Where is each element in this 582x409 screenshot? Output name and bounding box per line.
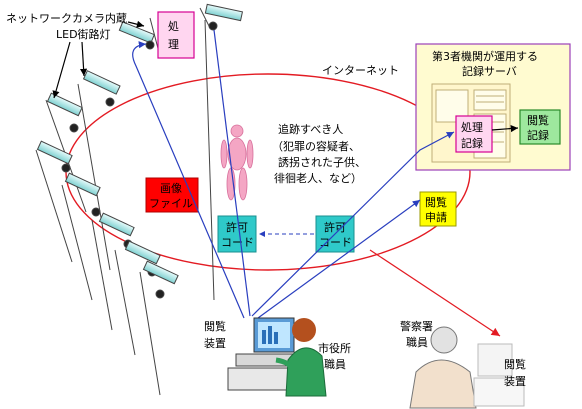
svg-text:ファイル: ファイル bbox=[149, 197, 193, 210]
police-device-label: 閲覧 装置 bbox=[504, 357, 526, 388]
svg-text:画像: 画像 bbox=[160, 182, 182, 195]
target-person-description: 追跡すべき人 （犯罪の容疑者、 誘拐された子供、 徘徊老人、など） bbox=[272, 122, 366, 185]
svg-text:処理: 処理 bbox=[461, 121, 483, 134]
process-to-record-arrow bbox=[491, 124, 519, 133]
view-request-box: 閲覧 申請 bbox=[419, 191, 457, 227]
svg-text:誘拐された子供、: 誘拐された子供、 bbox=[278, 155, 366, 169]
svg-text:閲覧: 閲覧 bbox=[425, 195, 447, 209]
svg-text:職員: 職員 bbox=[406, 336, 428, 349]
svg-text:理: 理 bbox=[168, 38, 179, 51]
led-street-lamps bbox=[35, 3, 244, 396]
svg-text:記録: 記録 bbox=[527, 128, 549, 142]
camera-caption-line1: ネットワークカメラ内蔵 bbox=[6, 11, 127, 25]
third-party-title-1: 第3者機関が運用する bbox=[432, 49, 538, 63]
svg-text:市役所: 市役所 bbox=[318, 341, 351, 355]
svg-text:許可: 許可 bbox=[226, 221, 248, 234]
image-file-box: 画像 ファイル bbox=[145, 177, 199, 213]
svg-text:徘徊老人、など）: 徘徊老人、など） bbox=[274, 172, 362, 185]
city-staff-label: 市役所 職員 bbox=[318, 341, 351, 371]
svg-text:コード: コード bbox=[319, 236, 352, 249]
camera-caption-line2: LED街路灯 bbox=[56, 27, 111, 41]
svg-text:職員: 職員 bbox=[324, 358, 346, 371]
internet-label: インターネット bbox=[322, 64, 399, 77]
viewer-device-label: 閲覧 装置 bbox=[204, 319, 226, 350]
svg-text:（犯罪の容疑者、: （犯罪の容疑者、 bbox=[272, 139, 360, 153]
target-person-figure bbox=[220, 124, 254, 201]
police-staff-illustration bbox=[409, 326, 525, 409]
third-party-title-2: 記録サーバ bbox=[462, 64, 517, 78]
third-party-process-box: 処理 記録 bbox=[455, 115, 493, 153]
svg-text:閲覧: 閲覧 bbox=[204, 319, 226, 333]
svg-text:申請: 申請 bbox=[425, 210, 447, 224]
caption-pointer-arrows bbox=[52, 20, 145, 99]
svg-text:処: 処 bbox=[168, 20, 179, 33]
svg-text:装置: 装置 bbox=[204, 337, 226, 350]
svg-text:許可: 許可 bbox=[324, 221, 346, 234]
svg-text:閲覧: 閲覧 bbox=[527, 113, 549, 127]
svg-text:コード: コード bbox=[221, 236, 254, 249]
svg-text:警察署: 警察署 bbox=[400, 319, 433, 333]
svg-text:記録: 記録 bbox=[461, 136, 483, 150]
police-staff-label: 警察署 職員 bbox=[400, 319, 433, 349]
city-staff-illustration bbox=[227, 317, 327, 397]
svg-text:装置: 装置 bbox=[504, 375, 526, 388]
blue-data-arrows bbox=[132, 29, 455, 319]
svg-text:追跡すべき人: 追跡すべき人 bbox=[278, 122, 343, 136]
permit-code-left: 許可 コード bbox=[217, 215, 257, 253]
permit-code-right: 許可 コード bbox=[315, 215, 355, 253]
svg-text:閲覧: 閲覧 bbox=[504, 357, 526, 371]
process-box-top: 処 理 bbox=[157, 11, 195, 59]
red-arrow-to-police bbox=[369, 249, 501, 337]
view-record-box: 閲覧 記録 bbox=[519, 109, 561, 145]
third-party-server-panel: 第3者機関が運用する 記録サーバ bbox=[415, 43, 571, 171]
